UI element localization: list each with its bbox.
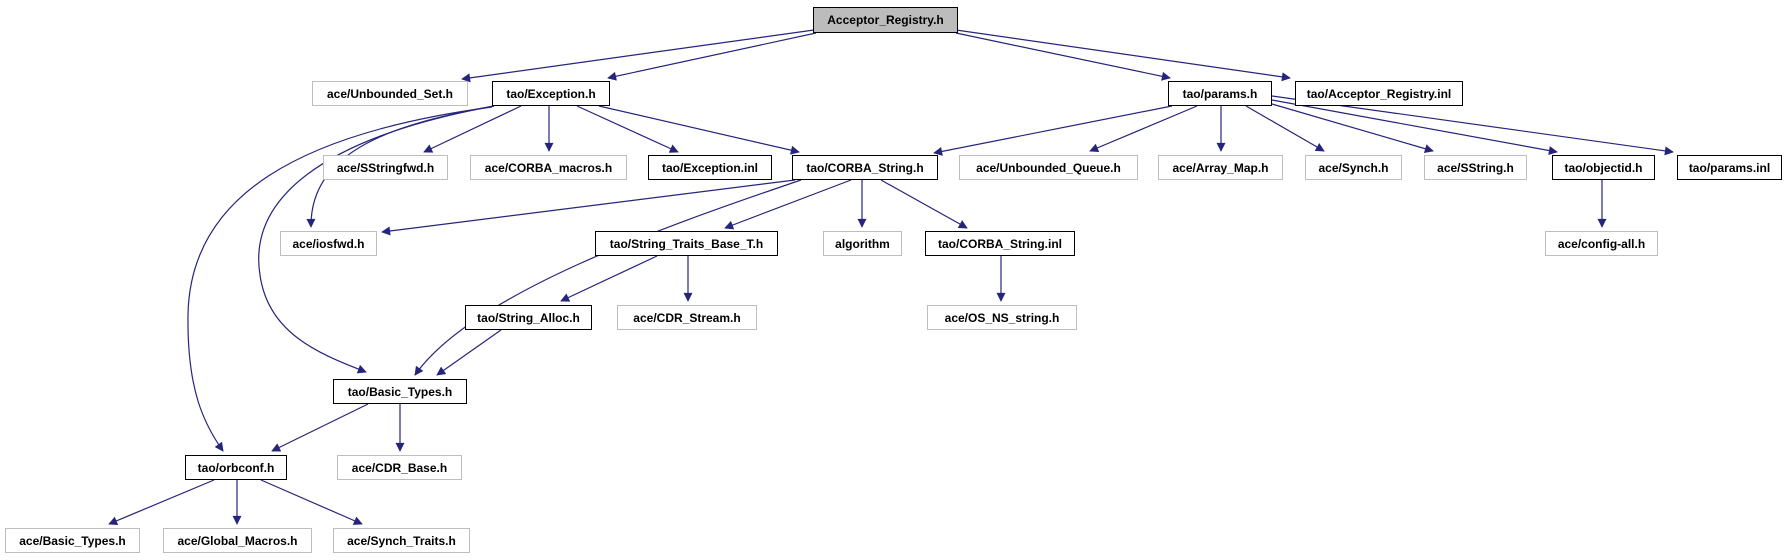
graph-node-tao-string-traits-base-t-h[interactable]: tao/String_Traits_Base_T.h <box>595 231 778 256</box>
edge-tao-params-h-to-ace-sstring-h <box>1271 103 1434 154</box>
graph-node-tao-orbconf-h[interactable]: tao/orbconf.h <box>185 455 287 480</box>
edge-tao-orbconf-h-to-ace-synch-traits-h <box>260 479 363 525</box>
graph-node-ace-sstringfwd-h: ace/SStringfwd.h <box>323 155 448 180</box>
edge-tao-orbconf-h-to-ace-basic-types-h <box>108 479 215 526</box>
graph-node-algorithm: algorithm <box>823 231 902 256</box>
edge-tao-exception-h-to-tao-orbconf-h <box>187 106 493 452</box>
edge-tao-params-h-to-ace-unbounded-queue-h <box>1089 105 1198 153</box>
graph-node-ace-sstring-h: ace/SString.h <box>1424 155 1527 180</box>
edge-tao-basic-types-h-to-tao-orbconf-h <box>271 403 369 452</box>
edge-acceptor-registry-h-to-tao-acceptor-registry-inl <box>955 29 1291 82</box>
graph-node-tao-objectid-h[interactable]: tao/objectid.h <box>1552 155 1655 180</box>
edge-tao-params-h-to-ace-synch-h <box>1245 105 1325 152</box>
graph-node-ace-global-macros-h: ace/Global_Macros.h <box>163 528 312 553</box>
edge-tao-params-h-to-tao-objectid-h <box>1271 99 1558 155</box>
edge-tao-exception-h-to-tao-corba-string-h <box>598 105 800 155</box>
graph-node-tao-params-inl[interactable]: tao/params.inl <box>1677 155 1782 180</box>
edge-tao-string-traits-base-t-h-to-tao-string-alloc-h <box>560 255 658 302</box>
edge-tao-corba-string-h-to-tao-string-traits-base-t-h <box>724 179 852 230</box>
graph-node-acceptor-registry-h: Acceptor_Registry.h <box>813 7 958 33</box>
graph-node-tao-exception-h[interactable]: tao/Exception.h <box>492 81 610 106</box>
edge-acceptor-registry-h-to-tao-params-h <box>955 32 1171 81</box>
graph-node-ace-synch-h: ace/Synch.h <box>1305 155 1402 180</box>
edge-acceptor-registry-h-to-ace-unbounded-set-h <box>461 29 815 83</box>
graph-node-tao-corba-string-inl[interactable]: tao/CORBA_String.inl <box>925 231 1075 256</box>
edge-tao-exception-h-to-tao-exception-inl <box>576 105 679 153</box>
graph-node-ace-config-all-h: ace/config-all.h <box>1545 231 1658 256</box>
graph-node-tao-basic-types-h[interactable]: tao/Basic_Types.h <box>333 379 467 404</box>
graph-node-ace-iosfwd-h: ace/iosfwd.h <box>280 231 377 256</box>
graph-node-tao-string-alloc-h[interactable]: tao/String_Alloc.h <box>465 305 592 330</box>
graph-node-ace-unbounded-queue-h: ace/Unbounded_Queue.h <box>959 155 1138 180</box>
graph-node-ace-synch-traits-h: ace/Synch_Traits.h <box>333 528 470 553</box>
graph-node-ace-array-map-h: ace/Array_Map.h <box>1158 155 1283 180</box>
edge-tao-exception-h-to-tao-basic-types-h <box>258 105 495 374</box>
graph-node-ace-cdr-base-h: ace/CDR_Base.h <box>337 455 462 480</box>
edge-tao-corba-string-h-to-ace-iosfwd-h <box>381 179 796 236</box>
graph-node-tao-params-h[interactable]: tao/params.h <box>1168 81 1272 106</box>
edge-tao-string-alloc-h-to-tao-basic-types-h <box>436 329 502 376</box>
graph-node-tao-exception-inl[interactable]: tao/Exception.inl <box>648 155 772 180</box>
graph-node-ace-unbounded-set-h: ace/Unbounded_Set.h <box>312 81 468 106</box>
graph-node-ace-corba-macros-h: ace/CORBA_macros.h <box>470 155 627 180</box>
graph-node-ace-basic-types-h: ace/Basic_Types.h <box>5 528 140 553</box>
edge-acceptor-registry-h-to-tao-exception-h <box>607 32 817 81</box>
graph-node-ace-cdr-stream-h: ace/CDR_Stream.h <box>617 305 757 330</box>
edge-tao-params-h-to-tao-corba-string-h <box>933 105 1173 156</box>
edge-tao-exception-h-to-ace-sstringfwd-h <box>423 105 522 153</box>
graph-node-tao-acceptor-registry-inl[interactable]: tao/Acceptor_Registry.inl <box>1295 81 1463 106</box>
graph-node-tao-corba-string-h[interactable]: tao/CORBA_String.h <box>792 155 938 180</box>
edge-tao-corba-string-h-to-tao-basic-types-h <box>414 179 802 376</box>
graph-node-ace-os-ns-string-h: ace/OS_NS_string.h <box>927 305 1077 330</box>
edge-tao-corba-string-h-to-tao-corba-string-inl <box>880 179 968 229</box>
